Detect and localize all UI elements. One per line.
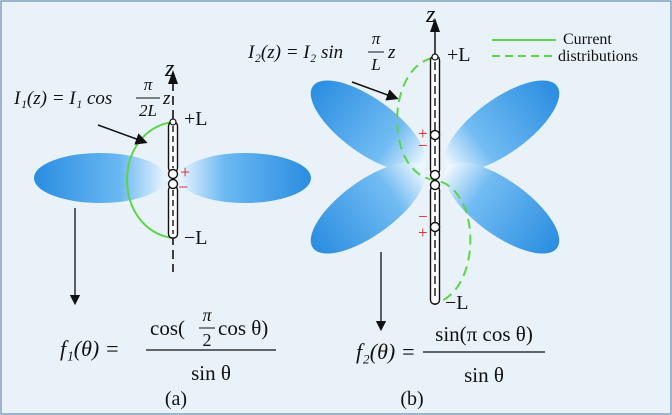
panel-a-top-label: +L [184, 108, 208, 130]
svg-text:I₂(z) = I₂ sin: I₂(z) = I₂ sin [247, 42, 343, 63]
legend: Current distributions [492, 31, 638, 65]
panel-b-top-label: +L [447, 44, 471, 66]
panel-b-feed-bottom [429, 179, 441, 191]
svg-text:f₂(θ) =: f₂(θ) = [356, 339, 416, 364]
svg-text:cos θ): cos θ) [218, 316, 268, 340]
svg-text:sin θ: sin θ [464, 363, 504, 387]
panel-a-caption: (a) [165, 388, 187, 410]
panel-b-z-arrow [430, 18, 440, 32]
svg-text:f₁(θ) =: f₁(θ) = [60, 336, 120, 361]
svg-text:I₁(z) = I₁ cos: I₁(z) = I₁ cos [13, 88, 112, 109]
panel-a-minus-sign: − [178, 177, 188, 197]
panel-a-z-arrow [168, 70, 178, 84]
panel-a-current-curve [126, 121, 173, 239]
panel-a-right-lobe [179, 153, 311, 203]
svg-text:cos(: cos( [150, 316, 185, 340]
panel-b-lobe-lower-right [444, 162, 560, 254]
panel-b-plus-upper: + [418, 124, 428, 143]
panel-b-equation-pointer [351, 81, 399, 101]
svg-text:L: L [370, 55, 380, 74]
panel-b-node-upper [429, 129, 441, 141]
svg-text:π: π [144, 75, 153, 94]
panel-b-minus-upper: − [418, 136, 428, 155]
panel-a-left-lobe [34, 153, 166, 203]
panel-b-feed-top [429, 169, 441, 181]
panel-a-equation-pointer [97, 124, 148, 145]
svg-text:π: π [372, 29, 381, 48]
panel-b-axis-label: z [425, 2, 436, 28]
panel-b: + − − + z +L −L I₂(z) = I₂ sin π L z Cur… [247, 2, 638, 410]
panel-a-feed-bottom [167, 178, 179, 190]
panel-b-lobe-upper-right [444, 80, 560, 172]
panel-b-bottom-label: −L [445, 292, 469, 314]
panel-b-current-equation: I₂(z) = I₂ sin π L z [247, 29, 396, 74]
svg-text:sin θ: sin θ [191, 361, 231, 385]
panel-b-pattern-equation: f₂(θ) = sin(π cos θ) sin θ [356, 322, 545, 387]
panel-a-current-equation: I₁(z) = I₁ cos π 2L z [13, 75, 171, 120]
legend-solid-label: Current [563, 31, 612, 48]
svg-text:π: π [202, 305, 212, 325]
panel-a-feed-top [167, 168, 179, 180]
panel-b-lobe-upper-left [310, 80, 426, 172]
panel-b-minus-lower: − [418, 207, 428, 226]
panel-b-plus-lower: + [418, 223, 428, 242]
panel-a-plus-sign: + [180, 162, 190, 182]
svg-text:z: z [162, 88, 171, 109]
panel-a: + − z +L −L I₁(z) = I₁ cos π 2L z f₁(θ) … [13, 56, 311, 410]
panel-b-caption: (b) [400, 388, 423, 410]
svg-text:2L: 2L [139, 101, 157, 120]
svg-text:sin(π cos θ): sin(π cos θ) [435, 322, 533, 346]
panel-a-axis-label: z [164, 56, 175, 82]
panel-a-pattern-equation: f₁(θ) = cos( π 2 cos θ) sin θ [60, 305, 276, 385]
panel-b-node-lower [429, 221, 441, 233]
svg-text:z: z [387, 42, 396, 63]
panel-a-bottom-label: −L [184, 227, 208, 249]
panel-b-lobe-lower-left [310, 162, 426, 254]
svg-text:2: 2 [203, 330, 212, 350]
legend-dashed-label: distributions [558, 48, 638, 65]
